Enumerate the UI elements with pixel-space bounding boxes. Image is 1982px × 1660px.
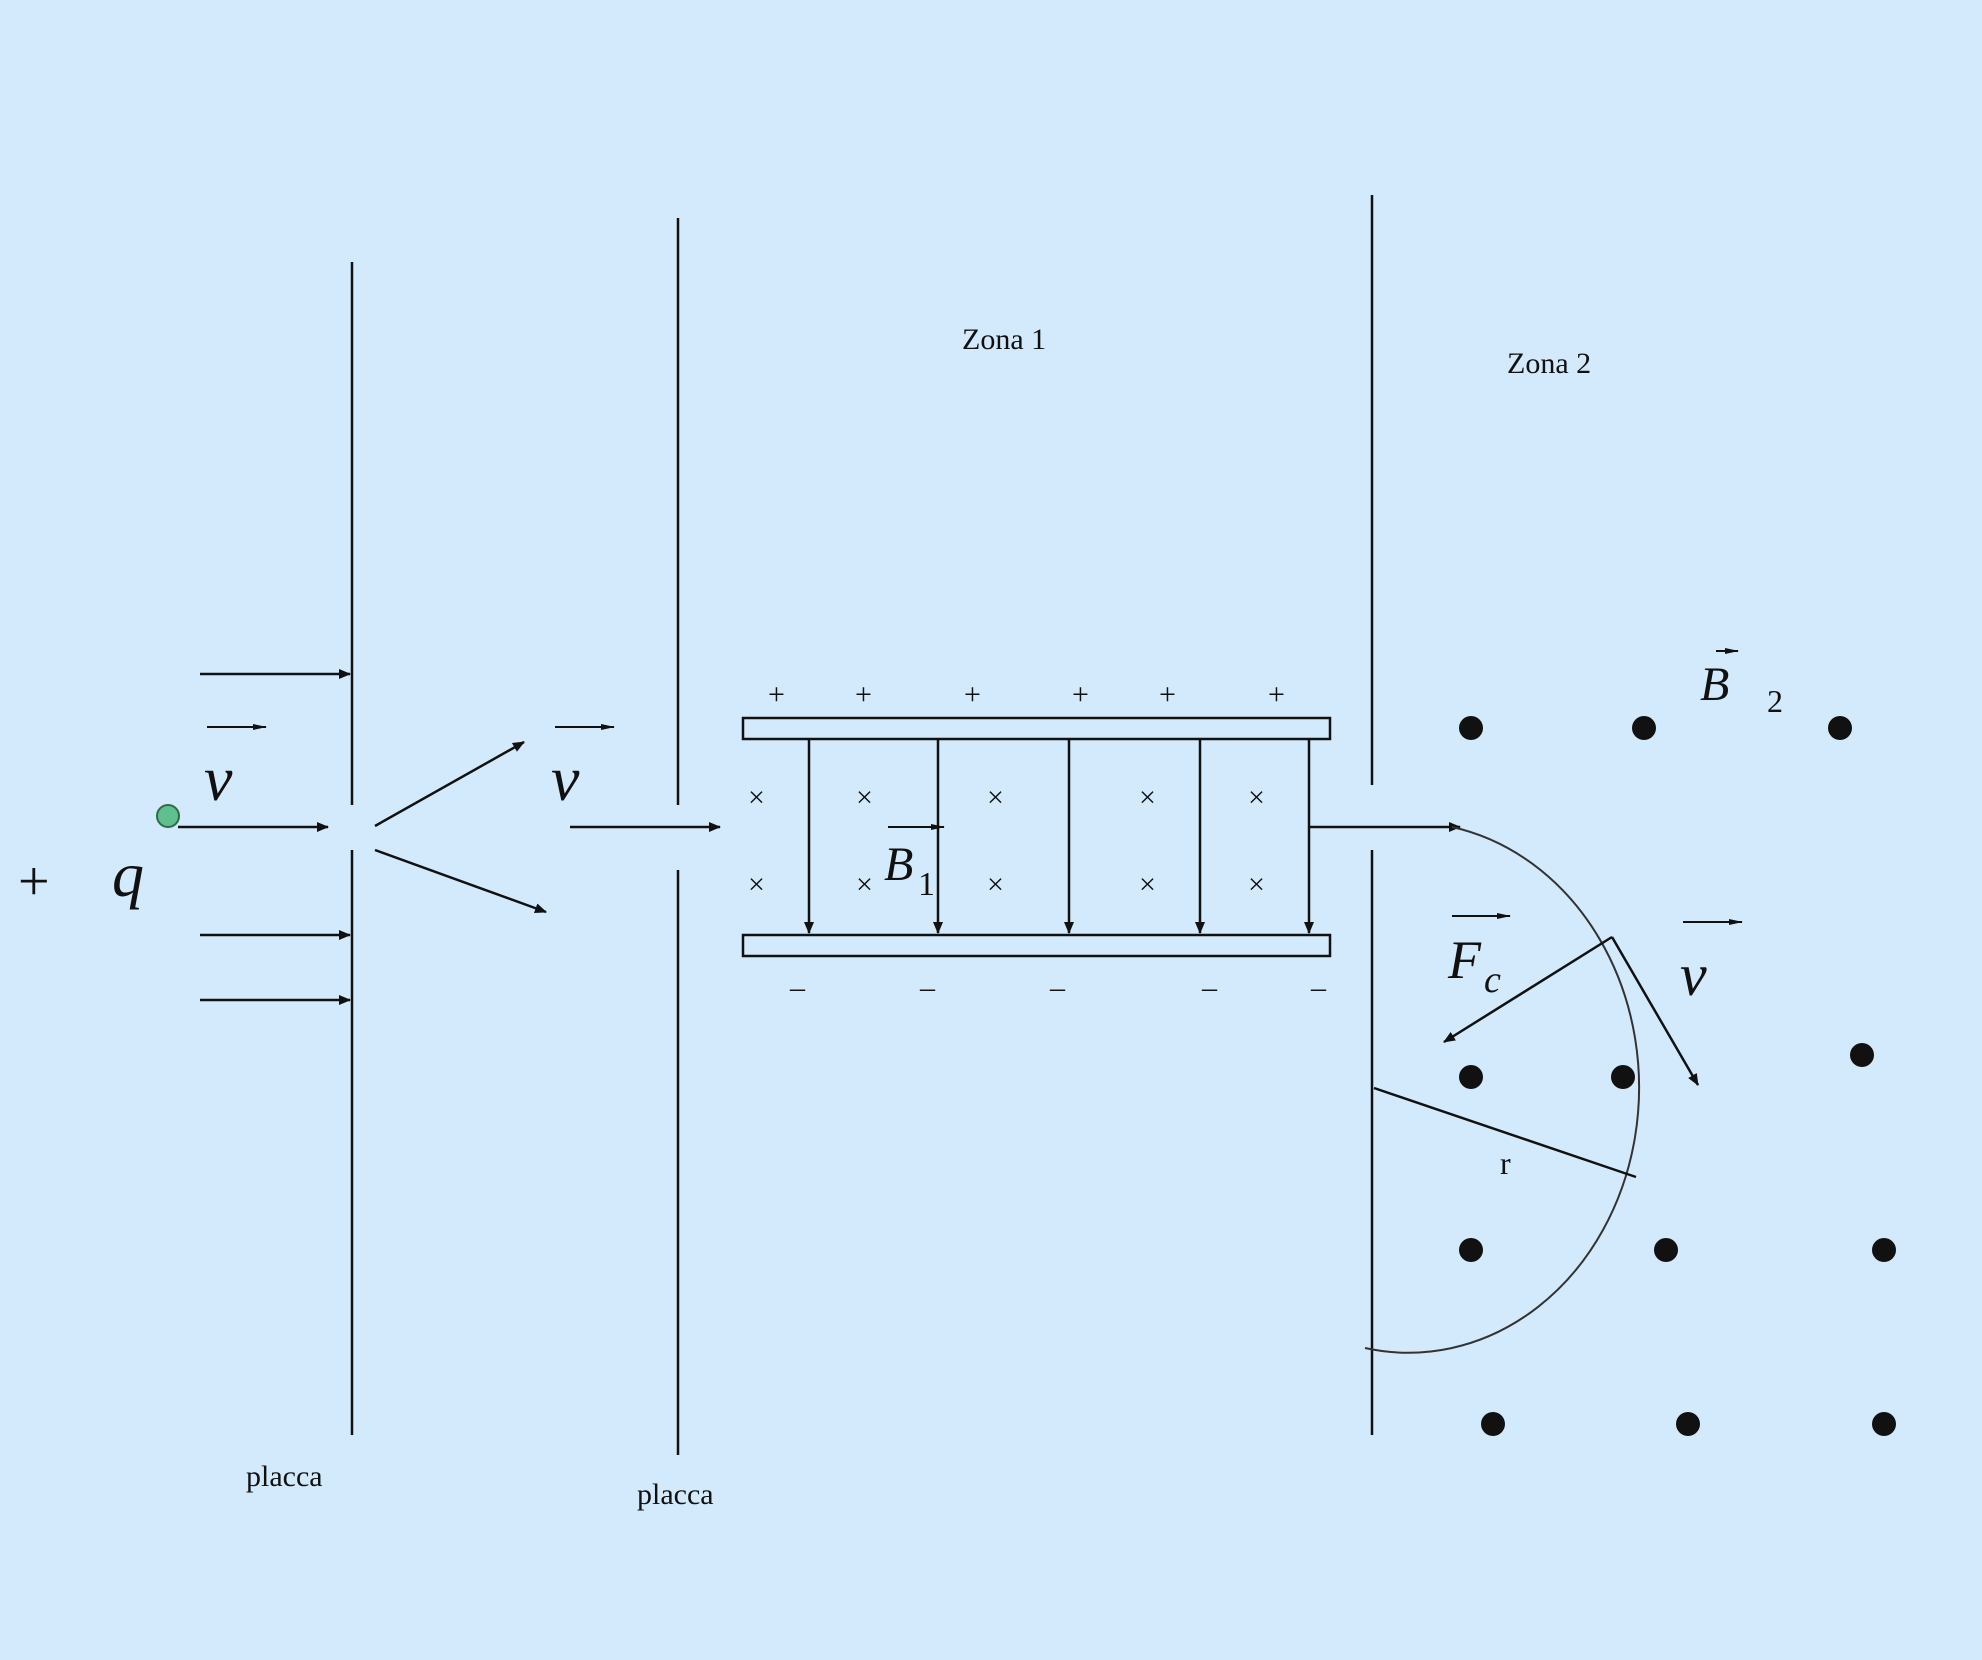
- placca-mid-label: placca: [637, 1478, 714, 1511]
- svg-text:–: –: [1049, 971, 1066, 1004]
- diverging-arrow-down: [374, 848, 547, 914]
- svg-text:×: ×: [1248, 868, 1265, 901]
- zona1-label: Zona 1: [962, 323, 1046, 356]
- svg-text:+: +: [1268, 678, 1285, 711]
- svg-text:×: ×: [987, 868, 1004, 901]
- force-label: F: [1447, 930, 1482, 990]
- charge-label: q: [112, 839, 144, 910]
- vector-overbars: [207, 648, 1743, 925]
- force-subscript: c: [1484, 959, 1501, 1001]
- velocity-tangent-arrow: [1610, 936, 1700, 1086]
- centripetal-force-arrow: [1443, 935, 1613, 1044]
- svg-text:–: –: [1310, 971, 1327, 1004]
- svg-text:×: ×: [1248, 781, 1265, 814]
- radius-line: [1373, 1086, 1637, 1179]
- b2-label: B: [1700, 658, 1729, 711]
- magnetic-field-dots: [1459, 716, 1896, 1436]
- magnetic-field-crosses: × × × × × × × × × ×: [748, 781, 1265, 901]
- svg-text:+: +: [1159, 678, 1176, 711]
- svg-text:–: –: [1201, 971, 1218, 1004]
- svg-text:×: ×: [856, 781, 873, 814]
- diverging-arrows: [374, 740, 547, 914]
- zona2-label: Zona 2: [1507, 347, 1591, 380]
- svg-text:×: ×: [987, 781, 1004, 814]
- capacitor-top-plate: [741, 716, 1332, 741]
- radius-label: r: [1500, 1145, 1511, 1181]
- svg-text:×: ×: [1139, 781, 1156, 814]
- velocity-label-3: v: [1680, 942, 1707, 1008]
- b1-subscript: 1: [918, 866, 935, 903]
- svg-text:–: –: [919, 971, 936, 1004]
- svg-text:–: –: [789, 971, 806, 1004]
- svg-text:+: +: [768, 678, 785, 711]
- circular-trajectory: [1364, 826, 1641, 1354]
- electric-field-arrows: [804, 739, 1314, 934]
- incoming-beam-arrows: [178, 669, 351, 1005]
- b1-label: B: [884, 838, 913, 891]
- charged-particle: [156, 804, 180, 828]
- svg-text:+: +: [855, 678, 872, 711]
- diverging-arrow-up: [374, 740, 525, 828]
- svg-text:×: ×: [748, 781, 765, 814]
- capacitor-bottom-plate: [741, 933, 1332, 958]
- placca-left-label: placca: [246, 1460, 323, 1493]
- svg-text:×: ×: [856, 868, 873, 901]
- svg-text:×: ×: [748, 868, 765, 901]
- velocity-label-2: v: [551, 743, 580, 814]
- minus-charges: – – – – –: [789, 971, 1327, 1004]
- svg-text:+: +: [964, 678, 981, 711]
- plus-charges: + + + + + +: [768, 678, 1285, 711]
- b2-subscript: 2: [1767, 683, 1783, 719]
- svg-text:+: +: [1072, 678, 1089, 711]
- svg-text:×: ×: [1139, 868, 1156, 901]
- velocity-label-1: v: [204, 743, 233, 814]
- positive-sign-label: +: [18, 851, 50, 913]
